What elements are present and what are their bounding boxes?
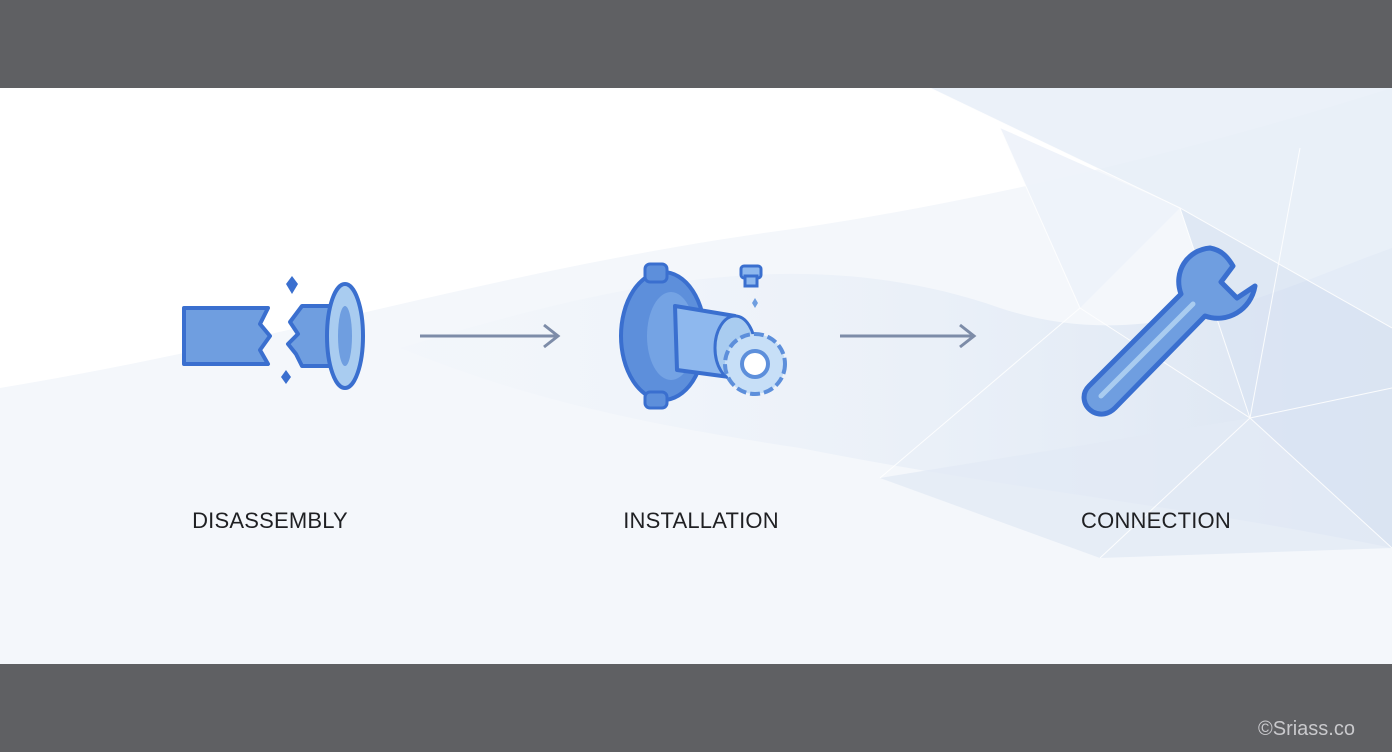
step-label-installation: INSTALLATION <box>623 508 779 533</box>
wrench-icon <box>1081 245 1258 417</box>
diagram-panel: DISASSEMBLY INSTALLATION CONNECTION <box>0 88 1392 664</box>
watermark: ©Sriass.co <box>1258 718 1355 740</box>
pump-valve-icon <box>619 262 787 410</box>
bottom-band <box>0 664 1392 752</box>
step-label-connection: CONNECTION <box>1081 508 1231 533</box>
step-label-disassembly: DISASSEMBLY <box>192 508 348 533</box>
broken-pipe-icon <box>182 276 365 390</box>
arrow-right-icon <box>840 323 977 349</box>
top-band <box>0 0 1392 88</box>
arrow-right-icon <box>420 323 561 349</box>
